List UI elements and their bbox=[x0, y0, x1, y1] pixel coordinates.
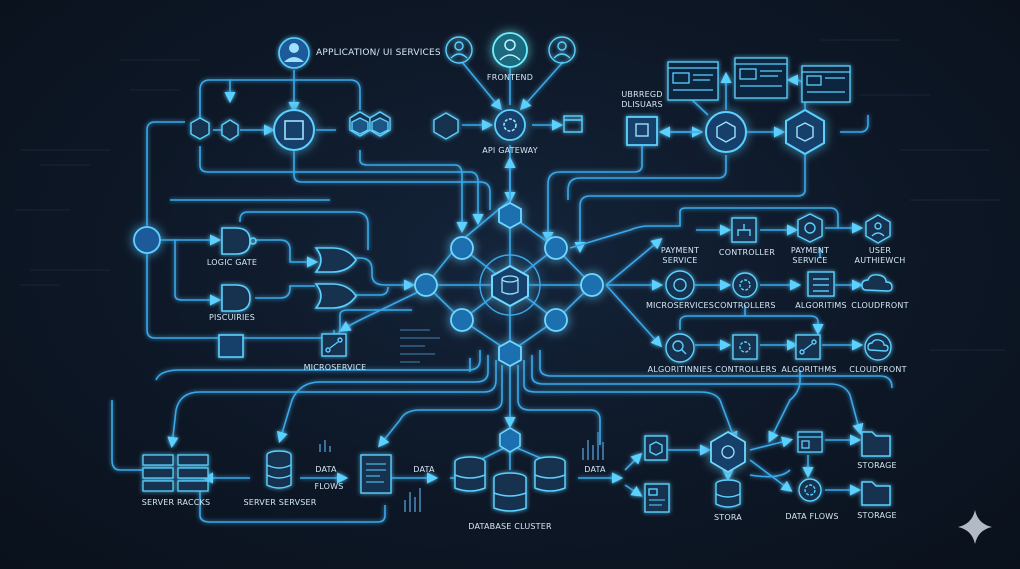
cube-icon[interactable] bbox=[785, 108, 825, 156]
label-data-3: DATA bbox=[584, 465, 606, 474]
logic-gate-icon[interactable] bbox=[221, 227, 357, 312]
label-data-1: DATA bbox=[315, 465, 337, 474]
database-icon[interactable] bbox=[266, 450, 292, 489]
label-database-cluster: DATABASE CLUSTER bbox=[468, 522, 552, 531]
gear-icon[interactable] bbox=[798, 478, 822, 502]
right-row-1 bbox=[731, 213, 891, 244]
cube-icon[interactable] bbox=[644, 435, 668, 461]
connection-lines bbox=[111, 61, 893, 523]
label-controllers-1: CONTROLLERS bbox=[714, 301, 776, 310]
label-piscuiries: PISCUIRIES bbox=[208, 313, 256, 322]
network-node[interactable] bbox=[710, 430, 746, 474]
cube-icon[interactable] bbox=[705, 111, 747, 153]
browser-window-icon[interactable] bbox=[563, 115, 583, 133]
folder-icon[interactable] bbox=[861, 431, 891, 506]
label-application-ui-services: APPLICATION/ UI SERVICES bbox=[316, 48, 441, 58]
gear-icon[interactable] bbox=[494, 109, 526, 141]
label-logic-gate: LOGIC GATE bbox=[206, 258, 258, 267]
label-microservices: MICROSERVICES bbox=[645, 301, 715, 310]
background-texture bbox=[15, 39, 1005, 351]
hexagon-icon[interactable] bbox=[190, 117, 239, 141]
label-stora: STORA bbox=[714, 513, 742, 522]
label-storage-2: STORAGE bbox=[857, 511, 897, 520]
label-storage-1: STORAGE bbox=[857, 461, 897, 470]
label-controllers-2: CONTROLLERS bbox=[715, 365, 777, 374]
hexagon-icon[interactable] bbox=[433, 112, 459, 140]
label-algoritinnies: ALGORITINNIES bbox=[647, 365, 713, 374]
right-row-3 bbox=[665, 333, 892, 363]
label-payment-service-2: PAYMENT SERVICE bbox=[790, 246, 830, 265]
server-rack-icon[interactable] bbox=[142, 454, 209, 492]
ubrregd-node[interactable] bbox=[626, 116, 658, 146]
user-icon[interactable] bbox=[492, 32, 528, 68]
document-icon[interactable] bbox=[644, 483, 670, 513]
label-algorithms: ALGORITHMS bbox=[781, 365, 837, 374]
app-core-node[interactable] bbox=[273, 109, 315, 151]
sparkle-icon bbox=[958, 510, 992, 544]
hexagon-icon[interactable] bbox=[349, 111, 391, 137]
right-row-2 bbox=[665, 270, 893, 300]
code-lines bbox=[400, 329, 440, 363]
user-icon[interactable] bbox=[445, 36, 576, 64]
central-hub[interactable] bbox=[414, 201, 604, 368]
label-controller: CONTROLLER bbox=[718, 248, 776, 257]
label-payment-service-1: PAYMENT SERVICE bbox=[660, 246, 700, 265]
browser-window-icon[interactable] bbox=[797, 431, 823, 453]
label-user-authiewch: USER AUTHIEWCH bbox=[854, 246, 906, 265]
database-icon[interactable] bbox=[491, 264, 529, 308]
label-flows: FLOWS bbox=[314, 482, 344, 491]
label-algoritims: ALGORITIMS bbox=[795, 301, 847, 310]
label-microservice: MICROSERVICE bbox=[303, 363, 367, 372]
square-node[interactable] bbox=[218, 334, 244, 358]
label-data-flows: DATA FLOWS bbox=[785, 512, 839, 521]
label-ubrregd: UBRREGD DLISUARS bbox=[621, 90, 663, 109]
database-icon[interactable] bbox=[715, 479, 741, 508]
label-server-raccks: SERVER RACCKS bbox=[141, 498, 211, 507]
label-frontend: FRONTEND bbox=[486, 73, 534, 82]
label-cloudfront-1: CLOUDFRONT bbox=[851, 301, 909, 310]
user-icon[interactable] bbox=[278, 37, 310, 69]
database-cluster[interactable] bbox=[454, 427, 566, 512]
document-icon[interactable] bbox=[360, 454, 392, 494]
label-data-2: DATA bbox=[413, 465, 435, 474]
browser-window-icon[interactable] bbox=[667, 57, 851, 103]
hierarchy-icon[interactable] bbox=[321, 333, 347, 357]
label-api-gateway: API GATEWAY bbox=[482, 146, 538, 155]
input-node[interactable] bbox=[133, 226, 161, 254]
label-cloudfront-2: CLOUDFRONT bbox=[849, 365, 907, 374]
mini-chart bbox=[319, 432, 604, 512]
label-server-servser: SERVER SERVSER bbox=[243, 498, 317, 507]
